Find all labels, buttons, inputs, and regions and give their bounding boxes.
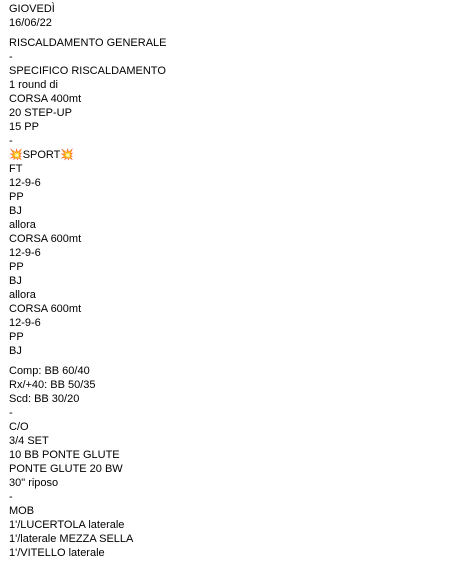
- note-line: Comp: BB 60/40: [9, 365, 90, 377]
- note-line: -: [9, 51, 13, 63]
- note-line: BJ: [9, 205, 22, 217]
- note-header: GIOVEDÌ 16/06/22: [9, 2, 461, 30]
- note-line: MOB: [9, 505, 35, 517]
- note-line: 30" riposo: [9, 477, 59, 489]
- note-line: 1'/LUCERTOLA laterale: [9, 519, 125, 531]
- note-date: 16/06/22: [9, 17, 52, 29]
- warmup-section: RISCALDAMENTO GENERALE - SPECIFICO RISCALD…: [9, 36, 461, 358]
- note-line: 12-9-6: [9, 177, 41, 189]
- note-line: RISCALDAMENTO GENERALE: [9, 37, 167, 49]
- note-day: GIOVEDÌ: [9, 3, 55, 15]
- note-line: 1'/VITELLO laterale: [9, 547, 105, 559]
- note-line: BJ: [9, 275, 22, 287]
- note-line: 3/4 SET: [9, 435, 49, 447]
- note-line: PONTE GLUTE 20 BW: [9, 463, 123, 475]
- note-line: allora: [9, 289, 36, 301]
- note-line: C/O: [9, 421, 29, 433]
- note-line: CORSA 600mt: [9, 233, 82, 245]
- note-line: SPECIFICO RISCALDAMENTO: [9, 65, 166, 77]
- note-line: CORSA 400mt: [9, 93, 82, 105]
- note-line: PP: [9, 191, 24, 203]
- note-line: 💥SPORT💥: [9, 149, 75, 161]
- note-line: PP: [9, 261, 24, 273]
- note-line: -: [9, 407, 13, 419]
- note-line: Rx/+40: BB 50/35: [9, 379, 96, 391]
- note-line: Scd: BB 30/20: [9, 393, 80, 405]
- note-line: -: [9, 135, 13, 147]
- note-line: BJ: [9, 345, 22, 357]
- note-line: 10 BB PONTE GLUTE: [9, 449, 120, 461]
- note-line: allora: [9, 219, 36, 231]
- note-line: 12-9-6: [9, 247, 41, 259]
- note-line: -: [9, 491, 13, 503]
- note-line: 15 PP: [9, 121, 39, 133]
- note-line: PP: [9, 331, 24, 343]
- note-line: 1'/laterale MEZZA SELLA: [9, 533, 134, 545]
- note-line: FT: [9, 163, 23, 175]
- note-line: 20 STEP-UP: [9, 107, 72, 119]
- note-line: CORSA 600mt: [9, 303, 82, 315]
- note-body[interactable]: GIOVEDÌ 16/06/22 RISCALDAMENTO GENERALE -…: [9, 2, 461, 560]
- note-line: 1 round di: [9, 79, 58, 91]
- note-line: 12-9-6: [9, 317, 41, 329]
